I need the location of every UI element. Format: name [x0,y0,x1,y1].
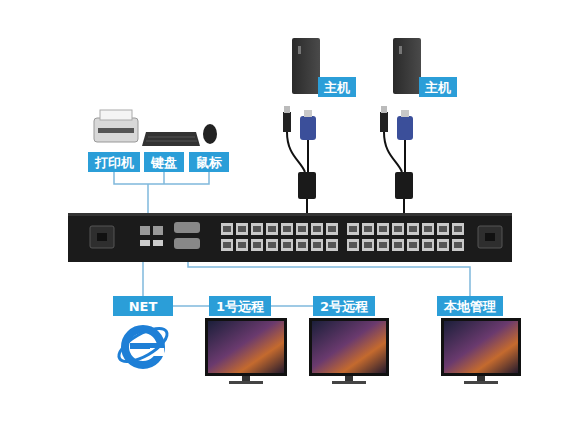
box-label: 主机 [324,81,350,94]
port-hole [268,242,276,248]
cable-dongle [298,172,413,199]
box-label: 1号远程 [216,300,264,313]
port-hole [424,242,432,248]
port-hole [298,242,306,248]
port-hole [424,226,432,232]
port-hole [253,226,261,232]
rj45-port [362,223,374,235]
port-hole [409,242,417,248]
host-tower [292,38,421,94]
box-label: 主机 [425,81,451,94]
label-box: 鼠标 [189,152,229,172]
label-box: 2号远程 [313,296,375,316]
mouse-icon [203,124,217,144]
label-box: 本地管理 [437,296,503,316]
port-hole [238,226,246,232]
port-hole [439,242,447,248]
port-hole [409,226,417,232]
port-hole [379,226,387,232]
rj45-port [236,239,248,251]
port-hole [238,242,246,248]
port-hole [298,226,306,232]
rj45-port [437,223,449,235]
rj45-port [311,239,323,251]
rj45-port [296,239,308,251]
port-hole [394,226,402,232]
label-box: 打印机 [88,152,140,172]
rj45-port [281,239,293,251]
port-hole [283,226,291,232]
rj45-port [251,223,263,235]
rj45-port [407,239,419,251]
port-hole [328,226,336,232]
port-hole [223,242,231,248]
box-label: 打印机 [95,156,134,169]
rj45-port [392,223,404,235]
rj45-port [422,239,434,251]
rj45-port [377,223,389,235]
port-hole [268,226,276,232]
port-hole [253,242,261,248]
box-label: 2号远程 [320,300,368,313]
connector-line [173,305,209,307]
rj45-port [326,239,338,251]
rj45-port [347,239,359,251]
port-hole [223,226,231,232]
port-hole [349,226,357,232]
rj45-port [377,239,389,251]
keyboard-icon [142,132,200,146]
rj45-port [326,223,338,235]
label-box: 主机 [318,77,356,97]
kvm-switch [68,213,512,262]
rj45-port [266,239,278,251]
kvm-cable [287,132,405,215]
ie-logo [114,322,172,368]
usb-plug [283,106,388,132]
rj45-port [392,239,404,251]
box-label: 鼠标 [196,156,222,169]
rj45-port [407,223,419,235]
port-hole [364,242,372,248]
port-hole [454,226,462,232]
connector-line [271,305,313,307]
port-hole [379,242,387,248]
port-hole [313,242,321,248]
rj45-port [362,239,374,251]
rj45-port [452,223,464,235]
box-label: 本地管理 [444,300,496,313]
port-hole [328,242,336,248]
vga-plug [300,110,413,140]
monitor [205,318,521,384]
printer-icon [94,110,138,142]
rj45-port [437,239,449,251]
rj45-port [221,239,233,251]
port-hole [454,242,462,248]
rj45-port [311,223,323,235]
port-hole [394,242,402,248]
label-box: NET [113,296,173,316]
rj45-port [296,223,308,235]
rj45-port [236,223,248,235]
port-hole [349,242,357,248]
rj45-port [251,239,263,251]
rj45-port [422,223,434,235]
rj45-port [266,223,278,235]
rj45-port [452,239,464,251]
box-label: 键盘 [151,156,177,169]
label-box: 1号远程 [209,296,271,316]
rj45-port [221,223,233,235]
label-box: 键盘 [144,152,184,172]
label-box: 主机 [419,77,457,97]
port-hole [439,226,447,232]
rj45-port [347,223,359,235]
port-hole [313,226,321,232]
port-hole [364,226,372,232]
box-label: NET [129,300,158,313]
rj45-port [281,223,293,235]
port-hole [283,242,291,248]
